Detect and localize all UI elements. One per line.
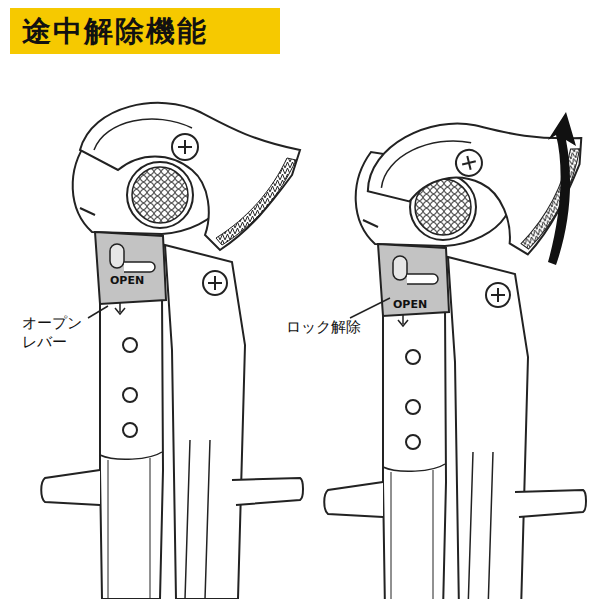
right-cutter xyxy=(324,92,599,599)
part-label: オープン レバー xyxy=(22,314,92,352)
lever-marking: OPEN xyxy=(393,298,427,312)
leader-line xyxy=(88,306,108,318)
lever-marking: OPEN xyxy=(110,274,144,288)
leader-line xyxy=(350,298,390,318)
left-cutter xyxy=(41,103,303,599)
part-label: ロック解除 xyxy=(286,318,361,337)
title: 途中解除機能 xyxy=(22,12,208,52)
release-arrow xyxy=(548,112,576,265)
